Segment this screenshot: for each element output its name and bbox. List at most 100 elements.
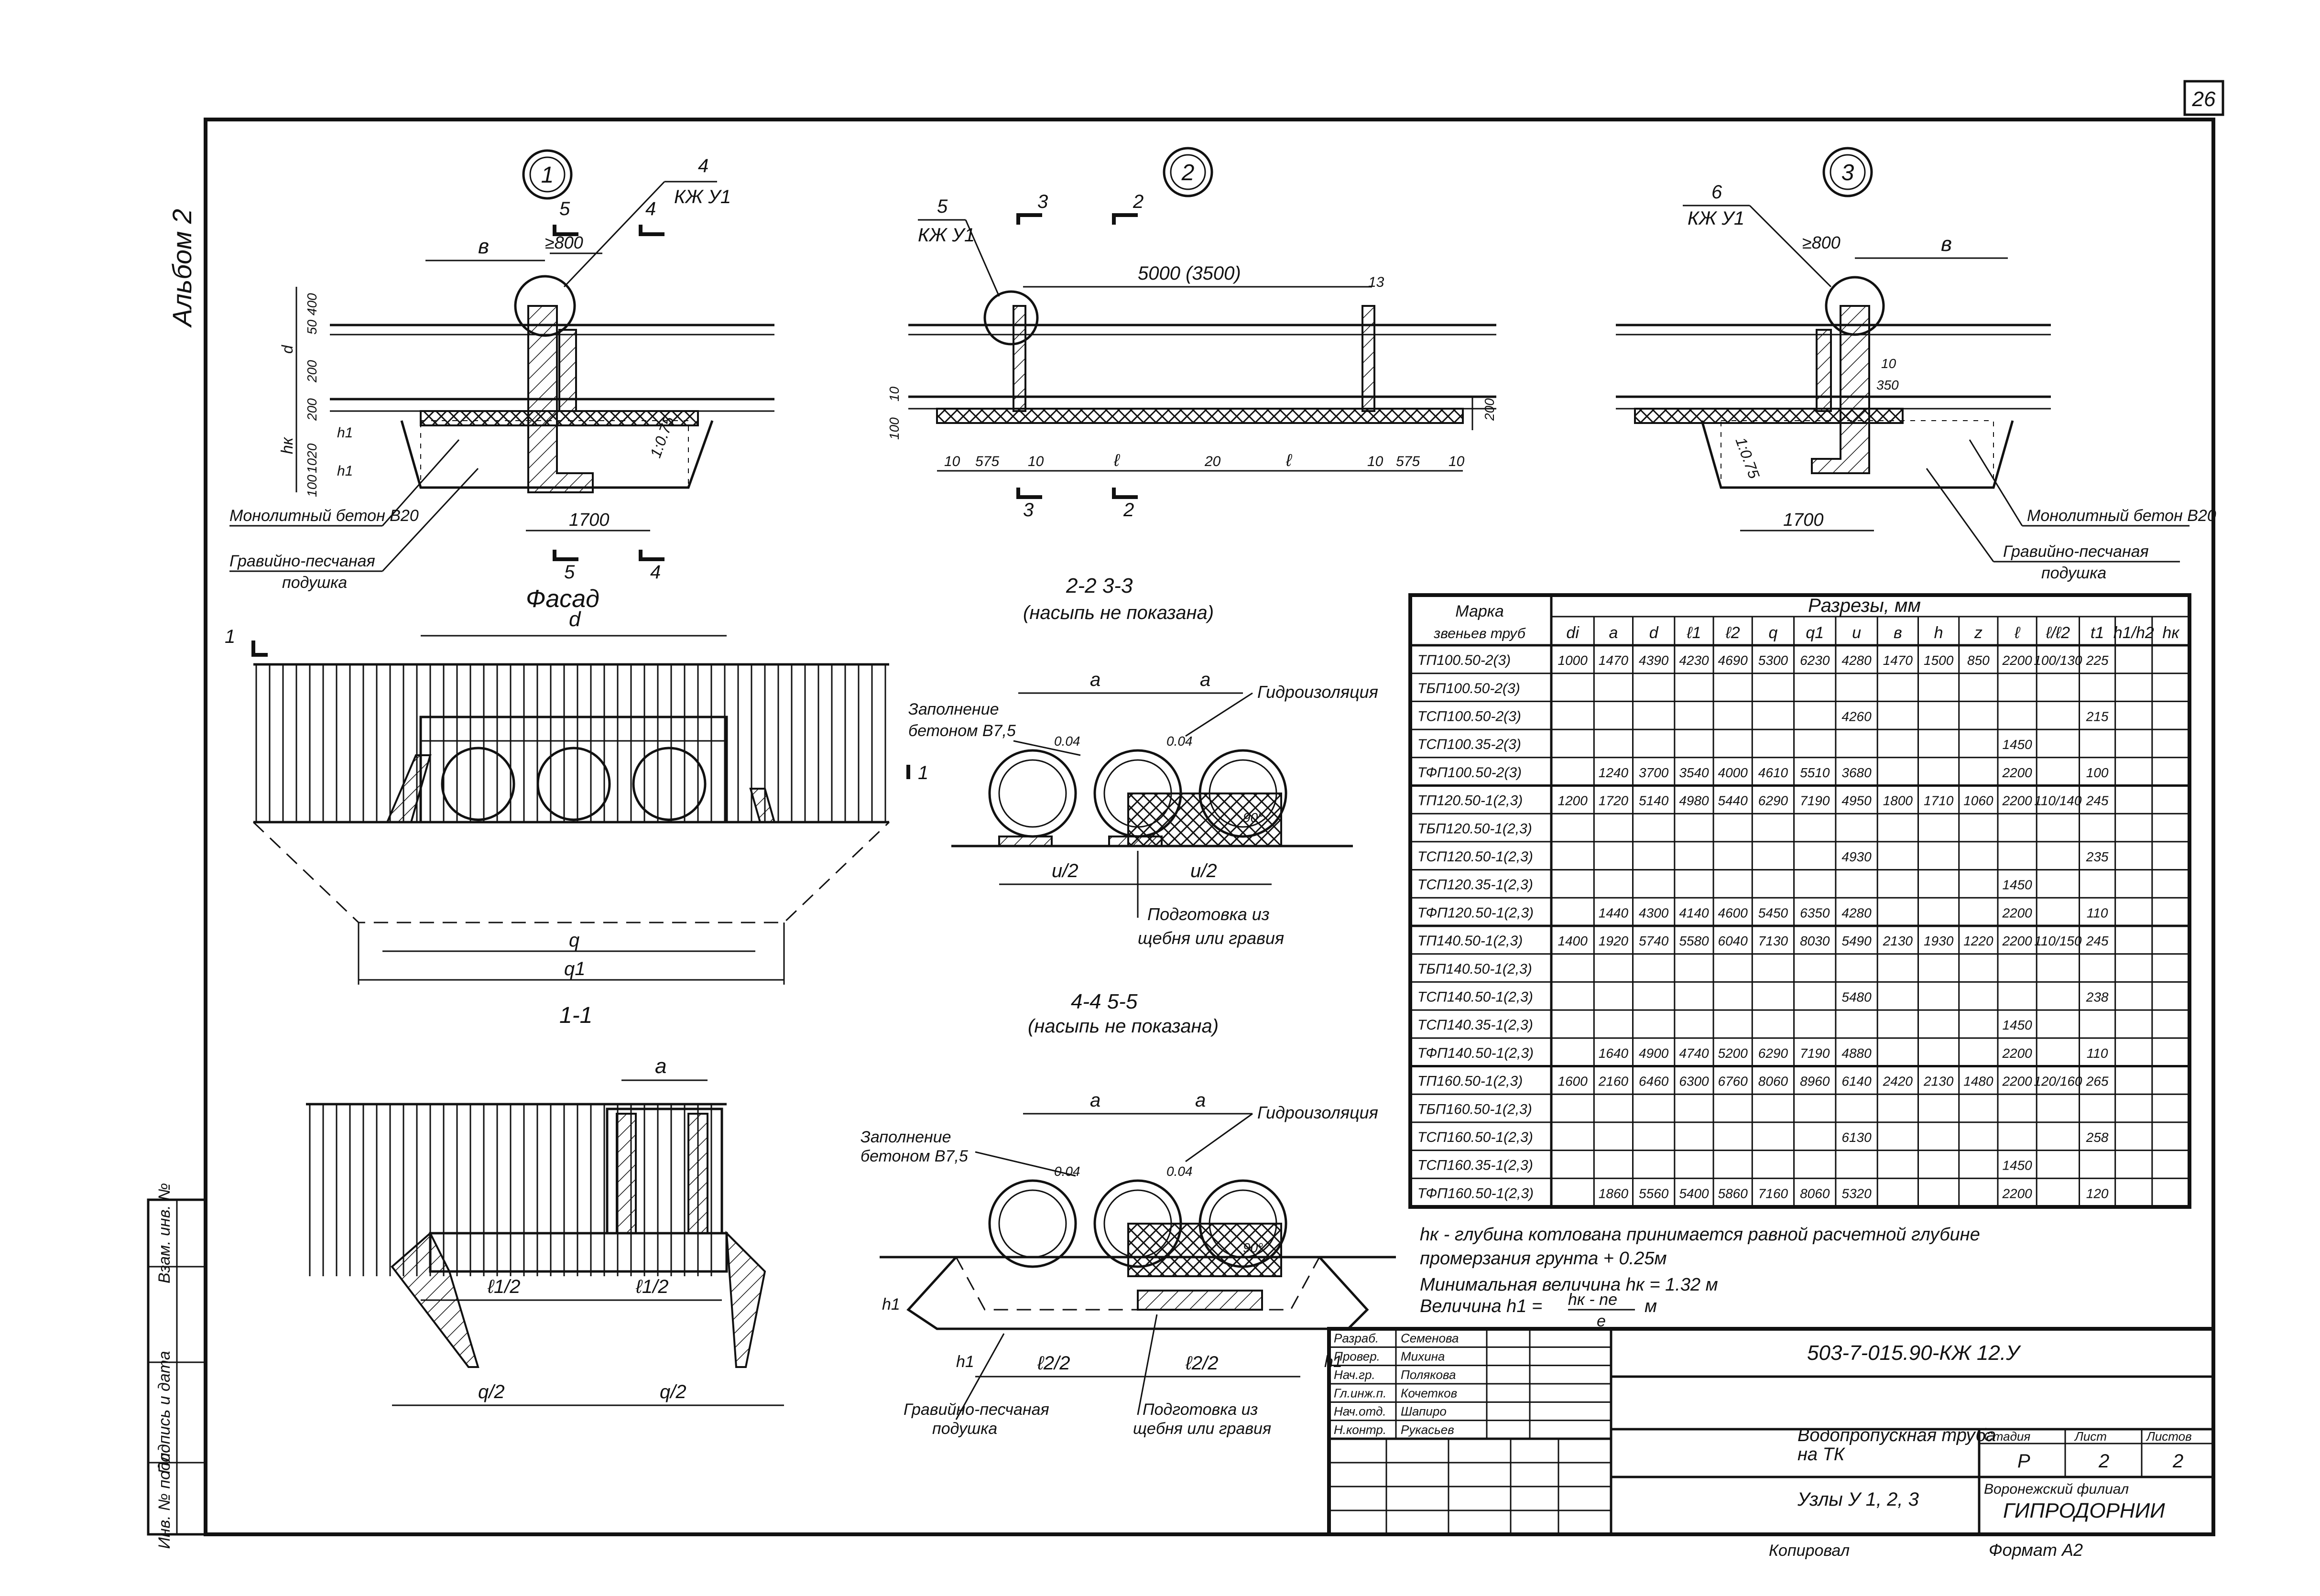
sheet-border: [204, 118, 2215, 1536]
table-col-header: d: [1649, 624, 1659, 642]
note-line-1: hк - глубина котлована принимается равно…: [1420, 1225, 1980, 1245]
table-cell: 1450: [2002, 878, 2032, 892]
table-col-header: q1: [1806, 624, 1824, 642]
table-col-header: di: [1566, 624, 1579, 642]
table-row-mark: ТСП160.50-1(2,3): [1417, 1129, 1533, 1145]
table-row-mark: ТБП160.50-1(2,3): [1417, 1101, 1532, 1117]
table-mark-header-2: звеньев труб: [1433, 626, 1526, 641]
table-cell: 215: [2086, 709, 2109, 724]
table-cell: 4230: [1679, 653, 1709, 668]
node2-length: 5000 (3500): [1138, 263, 1241, 284]
node3-dim-10: 10: [1881, 356, 1896, 371]
table-cell: 2200: [2002, 765, 2032, 780]
table-cell: 4930: [1841, 849, 1872, 864]
section22-title: 2-2 3-3: [1066, 574, 1133, 597]
table-cell: 110: [2087, 1046, 2108, 1061]
node1-cut-4b: 4: [650, 562, 661, 583]
section44-angle: 90°: [1243, 1240, 1263, 1255]
table-cell: 4390: [1639, 653, 1669, 668]
section22-dim-u1: u/2: [1052, 860, 1078, 881]
table-cell: 2200: [2002, 1046, 2032, 1061]
doc-code: 503-7-015.90-КЖ 12.У: [1807, 1341, 2021, 1365]
side-stamp-replace: Взам. инв. №: [155, 1183, 174, 1283]
table-row-mark: ТСП160.35-1(2,3): [1417, 1158, 1533, 1173]
node2-dim-10d: 10: [1449, 454, 1465, 469]
table-col-header: ℓ: [2014, 624, 2021, 642]
table-mark-header-1: Марка: [1455, 602, 1504, 620]
section11-dim-a: a: [655, 1054, 666, 1078]
table-cell: 5320: [1841, 1186, 1872, 1201]
table-cell: 5140: [1639, 793, 1669, 808]
section44-label-prep2: щебня или гравия: [1133, 1420, 1271, 1438]
table-cell: 6130: [1841, 1130, 1872, 1145]
table-cell: 5200: [1718, 1046, 1748, 1061]
table-cell: 3540: [1679, 765, 1709, 780]
node3-slope: 1:0.75: [1732, 435, 1763, 481]
table-cell: 850: [1967, 653, 1990, 668]
node-2-detail: 2 5 КЖ У1 5000 (3500) 13 3 2 3 2 10 575 …: [887, 147, 1497, 521]
note-line-4-unit: м: [1645, 1296, 1657, 1316]
section44-dim-h1b: h1: [956, 1353, 974, 1371]
side-stamp-sign: Подпись и дата: [155, 1351, 174, 1474]
table-row-mark: ТСП100.50-2(3): [1417, 708, 1521, 724]
table-cell: 5480: [1841, 989, 1872, 1004]
table-cell: 110/150: [2034, 934, 2082, 948]
node2-dim-10c: 10: [1367, 454, 1383, 469]
note-line-4-prefix: Величина h1 =: [1420, 1296, 1542, 1316]
table-cell: 120/160: [2034, 1074, 2082, 1089]
table-row-mark: ТП160.50-1(2,3): [1417, 1074, 1523, 1089]
table-cell: 2200: [2002, 905, 2032, 920]
signer-role: Разраб.: [1334, 1331, 1379, 1345]
stage-label: Стадия: [1984, 1429, 2030, 1444]
node2-cut-2b: 2: [1123, 499, 1134, 521]
table-cell: 1480: [1963, 1074, 1993, 1089]
table-cell: 7130: [1758, 934, 1788, 948]
node2-dim-l2: ℓ: [1285, 450, 1293, 470]
section44-label-gravel2: подушка: [932, 1420, 997, 1438]
node2-dim-100-left: 100: [887, 417, 902, 440]
table-row-mark: ТСП120.50-1(2,3): [1417, 849, 1533, 865]
node3-callout-ref: КЖ У1: [1688, 208, 1744, 229]
table-col-header: t1: [2091, 624, 2104, 642]
note-line-2: промерзания грунта + 0.25м: [1420, 1249, 1667, 1269]
table-cell: 7190: [1800, 1046, 1830, 1061]
table-cell: 1060: [1963, 793, 1993, 808]
table-cell: 6040: [1718, 934, 1748, 948]
node1-dim-1020: 1020: [305, 443, 319, 473]
table-col-header: в: [1894, 624, 1902, 642]
table-cell: 1450: [2002, 1018, 2032, 1032]
table-row-mark: ТСП120.35-1(2,3): [1417, 877, 1533, 893]
table-row-mark: ТФП140.50-1(2,3): [1417, 1045, 1534, 1061]
node2-dim-575b: 575: [1396, 454, 1420, 469]
sheet-title: Узлы У 1, 2, 3: [1797, 1489, 1919, 1510]
table-cell: 3700: [1639, 765, 1669, 780]
node1-dim-100: 100: [305, 475, 319, 497]
table-col-header: u: [1852, 624, 1861, 642]
table-cell: 4950: [1841, 793, 1872, 808]
section22-label-prep1: Подготовка из: [1147, 904, 1270, 924]
table-cell: 1440: [1599, 905, 1629, 920]
table-col-header: hк: [2162, 624, 2180, 642]
table-cell: 2160: [1598, 1074, 1629, 1089]
section22-angle: 90°: [1243, 810, 1263, 825]
sheets-label: Листов: [2146, 1429, 2192, 1444]
signer-role: Нач.отд.: [1334, 1404, 1386, 1419]
section44-label-prep1: Подготовка из: [1143, 1401, 1258, 1419]
table-cell: 6290: [1758, 1046, 1788, 1061]
table-cell: 1450: [2002, 1158, 2032, 1173]
album-label: Альбом 2: [167, 209, 197, 328]
table-cell: 7160: [1758, 1186, 1788, 1201]
node2-callout-ref: КЖ У1: [918, 225, 975, 246]
node1-dim-h1b: h1: [337, 463, 353, 479]
sheets-value: 2: [2172, 1451, 2183, 1472]
table-cell: 6290: [1758, 793, 1788, 808]
table-col-header: z: [1974, 624, 1982, 642]
signer-name: Полякова: [1401, 1368, 1456, 1382]
node2-cut-2: 2: [1133, 191, 1144, 212]
node2-dim-200: 200: [1482, 398, 1497, 421]
revision-grid: [1328, 1437, 1612, 1536]
section44-dim-a1: a: [1090, 1090, 1100, 1111]
format-label: Формат А2: [1989, 1540, 2083, 1560]
title-line-2: на ТК: [1797, 1444, 1846, 1465]
section-4-4-5-5-view: 4-4 5-5 (насыпь не показана) a a Заполне…: [860, 990, 1396, 1438]
